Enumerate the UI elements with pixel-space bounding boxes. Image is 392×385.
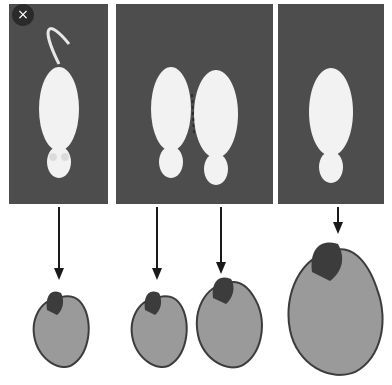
arrow-icon	[152, 207, 162, 280]
heart-icon	[34, 292, 89, 368]
heart-icon	[288, 242, 382, 374]
close-button[interactable]: ×	[12, 4, 34, 26]
arrow-icon	[216, 207, 226, 274]
arrow-icon	[333, 207, 343, 234]
arrow-icon	[54, 207, 64, 280]
close-icon: ×	[17, 7, 29, 23]
heart-icon	[197, 278, 262, 368]
heart-icon	[132, 292, 187, 368]
